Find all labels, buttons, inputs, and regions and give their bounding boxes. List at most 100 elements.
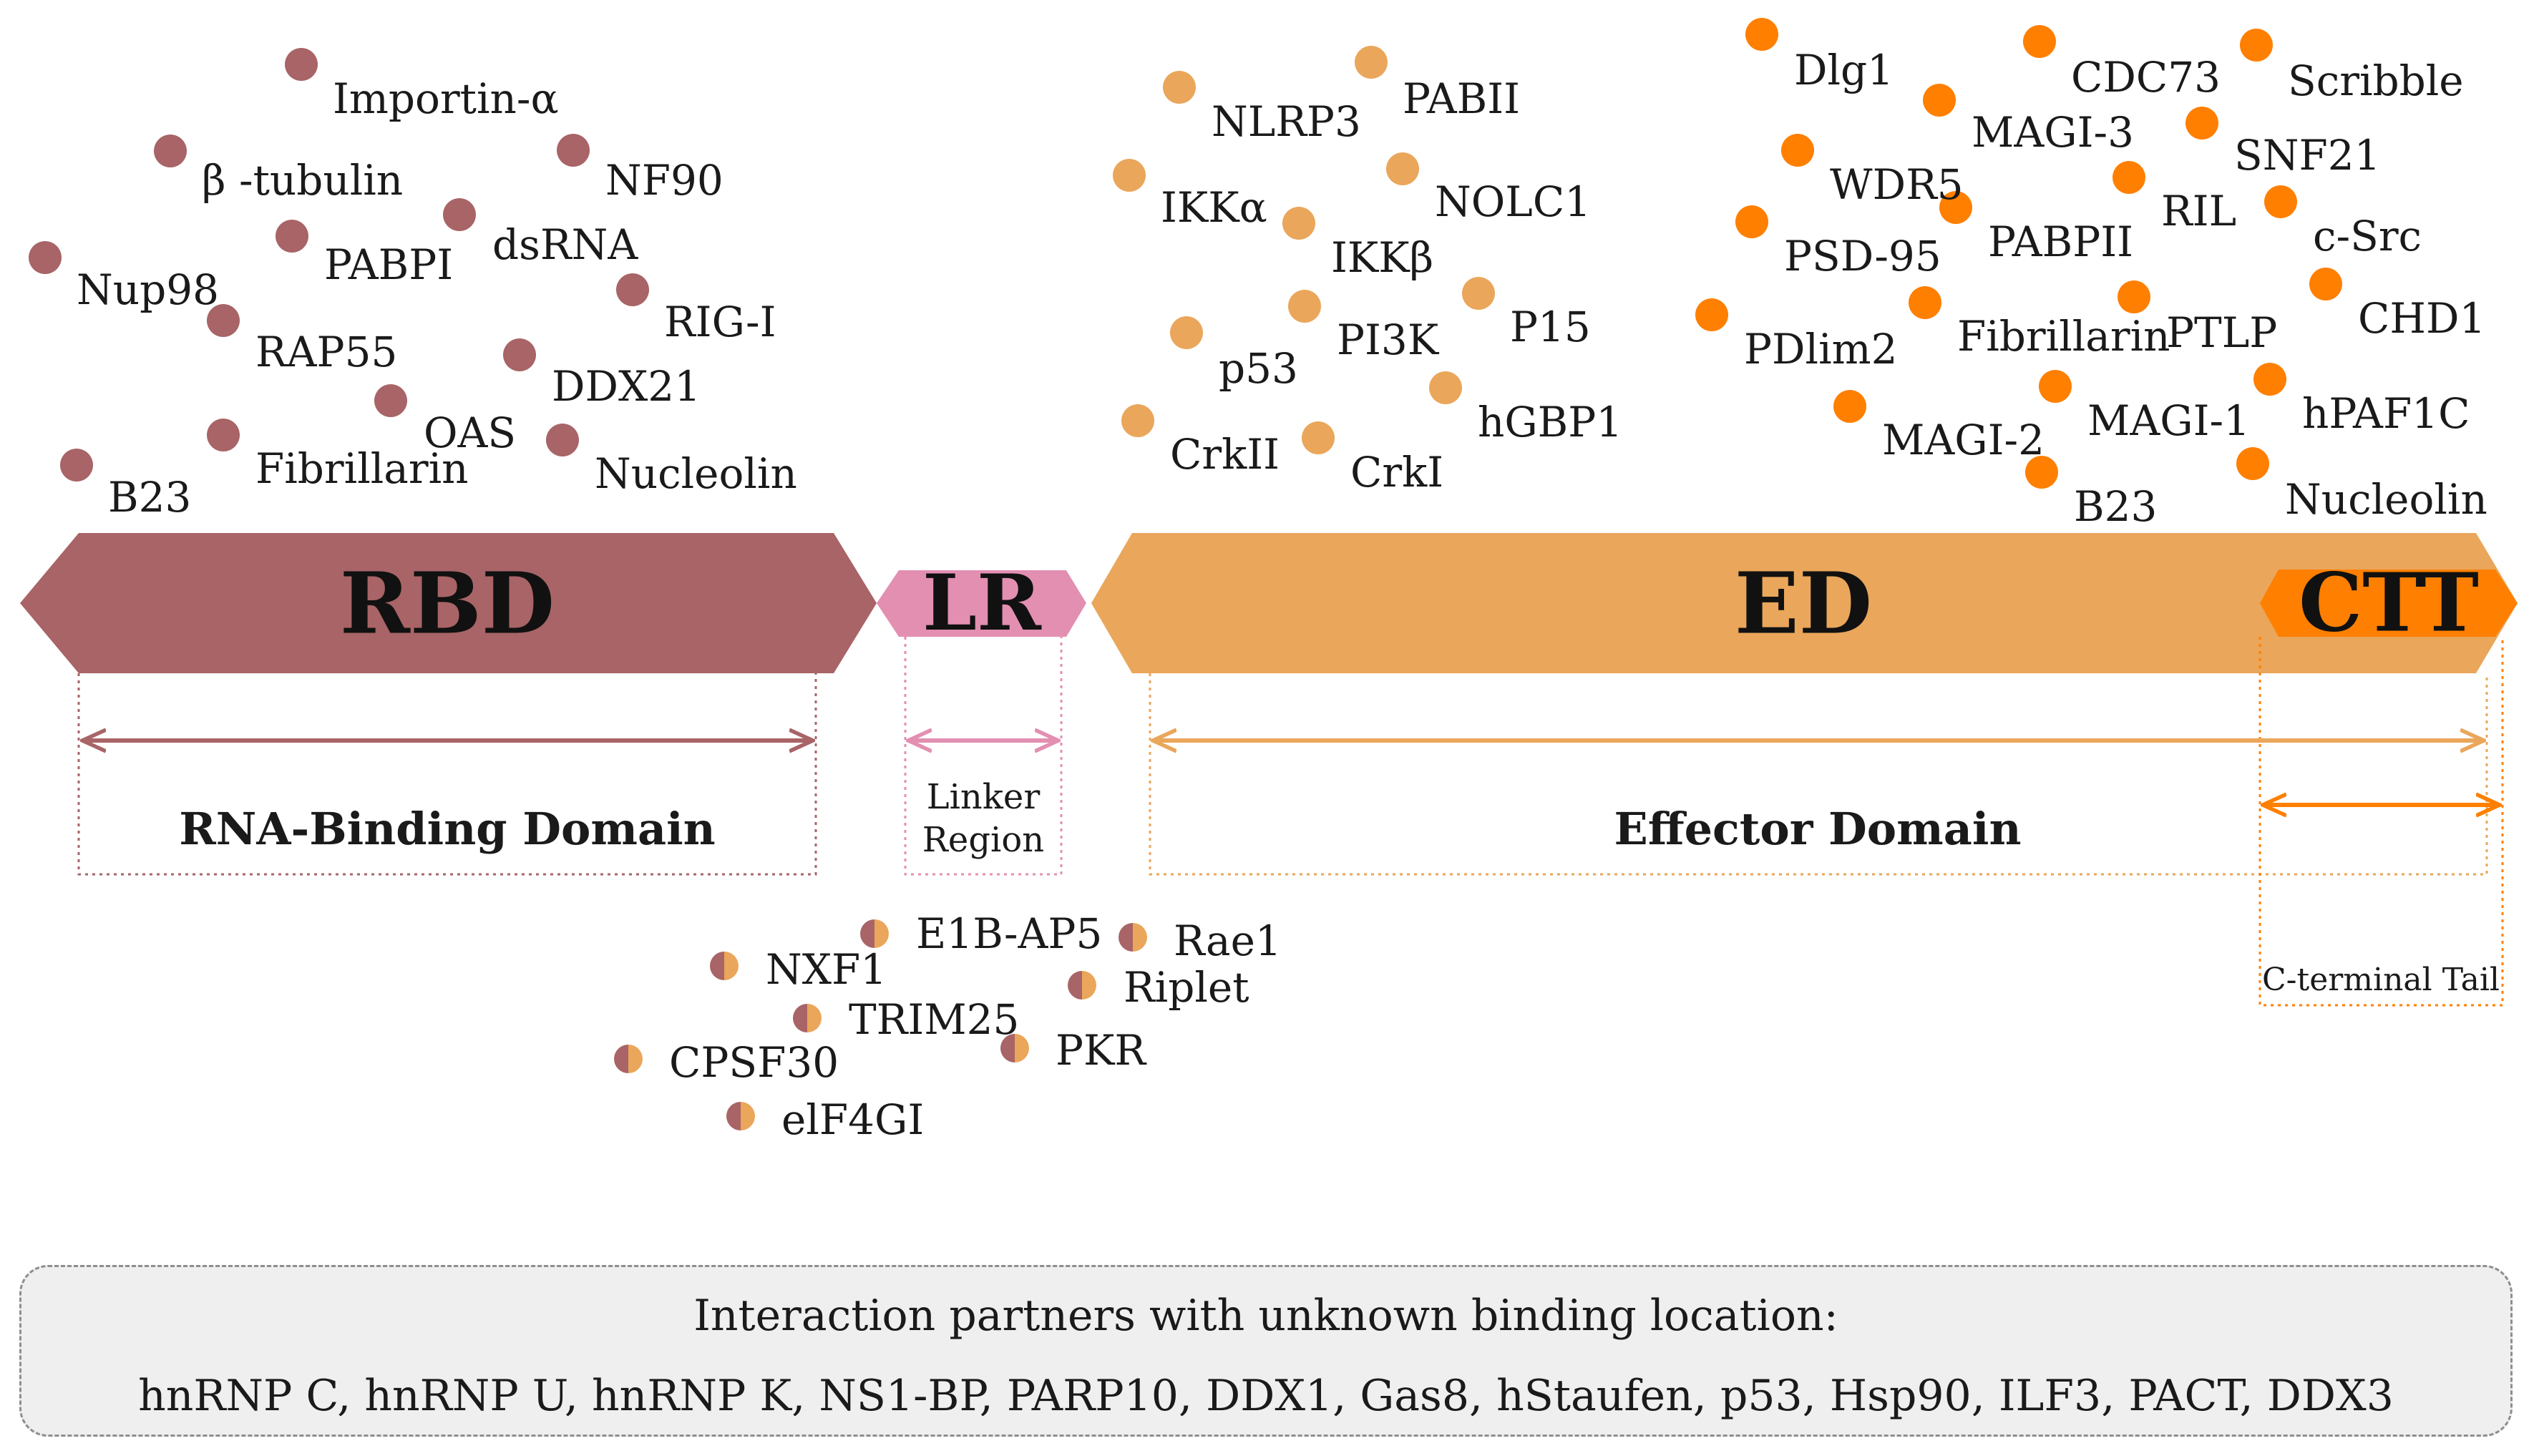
partner-dot (2113, 161, 2145, 194)
partner-dot (1170, 316, 1203, 349)
partner-dot (557, 134, 590, 167)
partner-dot (1068, 971, 1096, 1000)
partner-label: Nucleolin (595, 449, 797, 498)
partner-dot (2118, 280, 2150, 313)
partner-label: WDR5 (1830, 160, 1964, 209)
partner-label: dsRNA (492, 220, 638, 269)
partner-label: Riplet (1124, 963, 1249, 1012)
partner-dot (503, 338, 536, 371)
guide-box-lr (904, 637, 1063, 876)
partner-dot (276, 220, 308, 253)
partner-label: elF4GI (781, 1095, 924, 1144)
partner-label: TRIM25 (849, 995, 1019, 1044)
partner-label: NXF1 (766, 945, 887, 994)
domain-label-ctt: CTT (2299, 557, 2479, 650)
partner-dot (207, 304, 240, 337)
partner-dot (793, 1004, 822, 1032)
partner-label: Nup98 (77, 265, 219, 314)
partner-label: hGBP1 (1478, 398, 1622, 446)
partner-label: Dlg1 (1794, 46, 1894, 94)
partner-label: CPSF30 (669, 1038, 839, 1087)
domain-description-ctt: C-terminal Tail (2262, 962, 2500, 998)
partner-dot (60, 449, 93, 482)
partner-dot (726, 1102, 755, 1130)
partner-label: OAS (424, 409, 516, 457)
partner-dot (1163, 71, 1196, 104)
domain-description-ed: Effector Domain (1614, 803, 2021, 855)
domain-description-rbd: RNA-Binding Domain (179, 803, 716, 855)
partner-dot (1000, 1034, 1029, 1062)
partner-dot (1282, 207, 1315, 240)
partner-label: MAGI-3 (1972, 108, 2134, 157)
partner-dot (1781, 134, 1814, 167)
partner-dot (2253, 363, 2286, 396)
partner-label: PSD-95 (1784, 232, 1941, 280)
partner-dot (374, 384, 407, 417)
partner-dot (860, 919, 889, 948)
partner-label: Rae1 (1174, 917, 1282, 965)
domain-description-lr-line1: Linker (927, 777, 1041, 817)
partner-label: Scribble (2288, 57, 2464, 105)
partner-dot (710, 952, 739, 980)
partner-dot (2236, 447, 2269, 480)
partner-dot (207, 419, 240, 451)
partner-dot (1288, 290, 1321, 323)
guide-box-ed (1149, 673, 2488, 876)
partner-dot (1386, 152, 1419, 185)
partner-label: IKKα (1161, 183, 1267, 232)
partner-label: SNF21 (2234, 131, 2381, 180)
partner-label: PTLP (2166, 308, 2277, 357)
partner-label: PABII (1403, 74, 1520, 123)
partner-dot (1302, 421, 1335, 454)
partner-dot (1695, 298, 1728, 331)
partner-dot (614, 1045, 643, 1073)
domain-label-rbd: RBD (340, 554, 555, 653)
domain-bar-ctt (2260, 570, 2518, 637)
partner-dot (154, 135, 187, 167)
partner-label: RIG-I (664, 298, 776, 346)
guide-box-rbd (77, 673, 817, 876)
partner-label: PKR (1056, 1026, 1147, 1075)
partner-label: NF90 (605, 156, 723, 205)
partner-label: Fibrillarin (255, 444, 469, 493)
partner-label: P15 (1510, 303, 1591, 351)
partner-label: β -tubulin (202, 156, 403, 205)
partner-label: NLRP3 (1212, 97, 1361, 146)
partner-label: RAP55 (255, 328, 397, 376)
partner-label: hPAF1C (2302, 389, 2470, 438)
partner-dot (1735, 205, 1768, 238)
partner-label: CHD1 (2358, 294, 2485, 343)
partner-label: PABPII (1988, 218, 2133, 266)
partner-dot (616, 273, 649, 306)
partner-label: Fibrillarin (1957, 312, 2170, 361)
partner-dot (2185, 107, 2218, 140)
partner-dot (2264, 185, 2297, 218)
unknown-partners-list: hnRNP C, hnRNP U, hnRNP K, NS1-BP, PARP1… (138, 1371, 2394, 1421)
partner-dot (29, 241, 62, 274)
partner-label: p53 (1219, 344, 1298, 393)
partner-label: B23 (108, 473, 191, 522)
partner-label: DDX21 (552, 362, 701, 411)
partner-dot (1939, 191, 1972, 224)
partner-label: Nucleolin (2285, 475, 2487, 524)
partner-dot (1923, 84, 1956, 117)
partner-dot (2240, 29, 2273, 62)
domain-description-lr-line2: Region (922, 820, 1044, 860)
partner-dot (2023, 25, 2056, 58)
partner-dot (1909, 286, 1941, 319)
partner-dot (1121, 404, 1154, 437)
partner-label: CrkII (1170, 430, 1280, 479)
partner-dot (2025, 456, 2058, 489)
partner-label: MAGI-1 (2087, 396, 2250, 445)
partner-dot (285, 48, 318, 81)
partner-dot (1355, 46, 1388, 79)
partner-label: RIL (2161, 187, 2236, 235)
partner-dot (1113, 159, 1146, 192)
guide-box-ctt (2258, 637, 2504, 1007)
partner-dot (2039, 370, 2072, 403)
domain-bar-rbd (20, 533, 877, 673)
partner-dot (1429, 371, 1462, 404)
unknown-partners-box: Interaction partners with unknown bindin… (19, 1265, 2513, 1437)
partner-dot (1119, 923, 1147, 952)
partner-dot (2309, 268, 2342, 301)
